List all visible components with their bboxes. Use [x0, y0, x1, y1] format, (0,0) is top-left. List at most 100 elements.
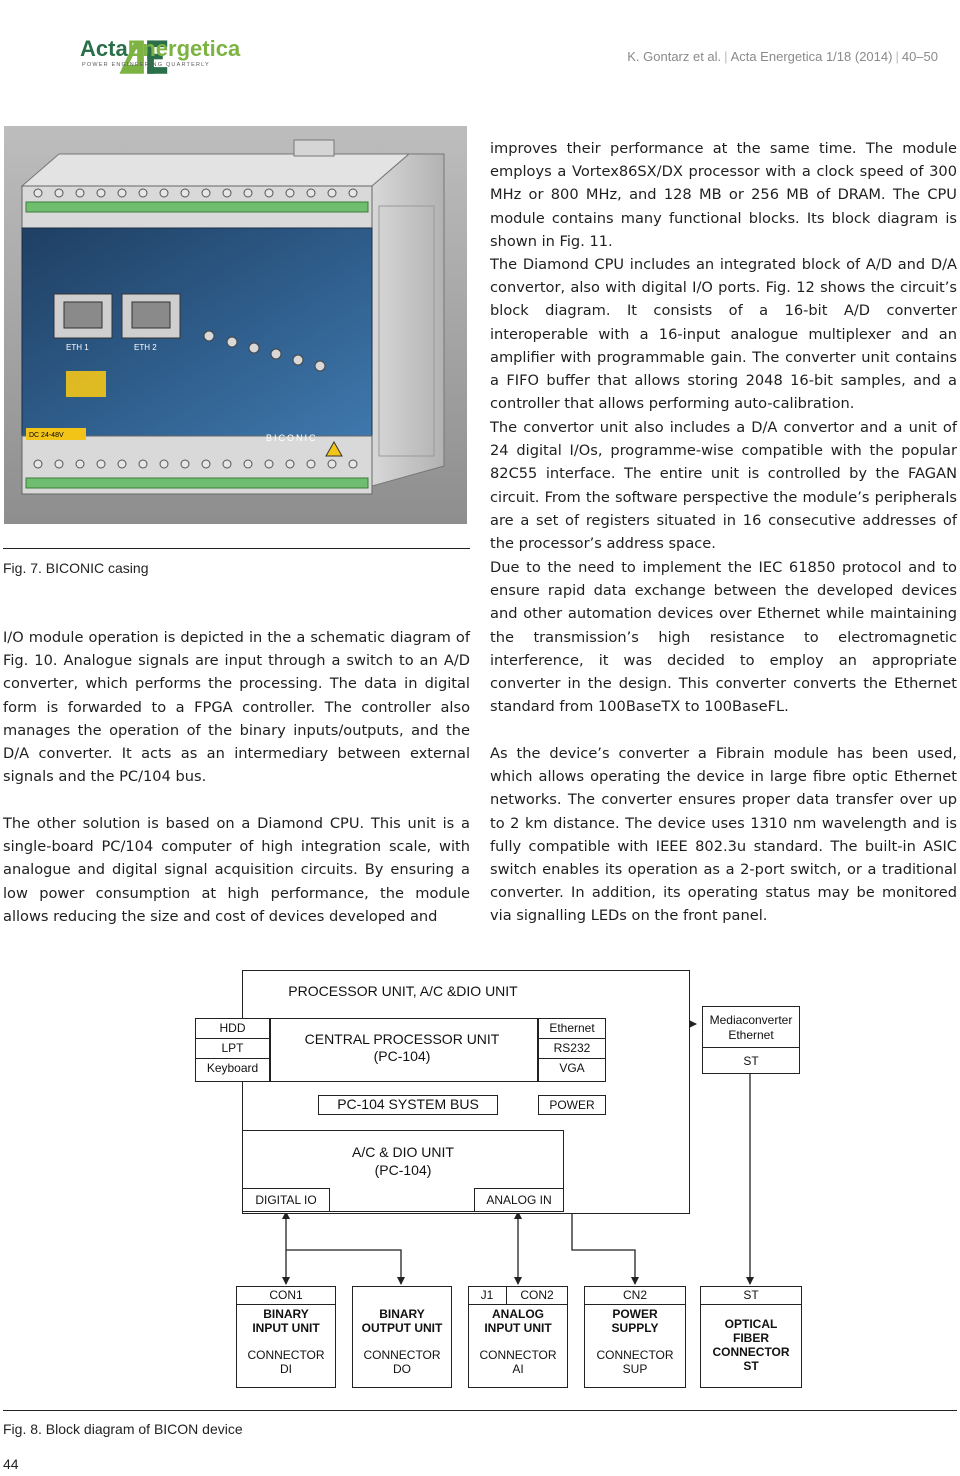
brand-part2: Energetica: [127, 36, 241, 61]
terminal-screw-icon: [327, 459, 337, 469]
left-para-1: I/O module operation is depicted in the …: [3, 629, 470, 786]
right-para-2: The Diamond CPU includes an integrated b…: [490, 256, 957, 413]
terminal-screw-icon: [201, 459, 211, 469]
analog-in-label: ANALOG IN: [486, 1193, 552, 1207]
acta-energetica-logo-icon: [119, 40, 168, 74]
module-header: CON1: [269, 1288, 303, 1302]
brand-part1: Acta: [80, 36, 128, 61]
module-binary-input: [236, 1286, 336, 1388]
dc-label: DC 24-48V: [29, 432, 64, 439]
terminal-screw-icon: [96, 188, 106, 198]
port-hdd: HDD: [219, 1021, 246, 1035]
running-citation: K. Gontarz et al.|Acta Energetica 1/18 (…: [627, 49, 938, 64]
mediaconverter-divider: [702, 1047, 800, 1048]
module-header: CN2: [622, 1288, 647, 1302]
fig8-caption: Fig. 8. Block diagram of BICON device: [3, 1421, 243, 1437]
pc104-bus-box: [318, 1095, 498, 1115]
terminal-screw-icon: [33, 459, 43, 469]
mediaconverter-title: Mediaconverter: [709, 1013, 793, 1027]
cpu-box: [270, 1018, 538, 1082]
module-title: BINARY: [263, 1307, 309, 1321]
module-title: ST: [743, 1359, 759, 1373]
citation-pages: 40–50: [901, 49, 938, 64]
module-binary-output: [352, 1286, 452, 1388]
port-divider: [195, 1058, 270, 1059]
power-box: [538, 1095, 606, 1115]
fig8-caption-rule: [3, 1410, 957, 1411]
citation-journal: Acta Energetica 1/18 (2014): [730, 49, 893, 64]
citation-authors: K. Gontarz et al.: [627, 49, 722, 64]
module-connector: CONNECTOR: [363, 1348, 441, 1362]
mediaconverter-box: [702, 1006, 800, 1074]
terminal-screw-icon: [180, 459, 190, 469]
module-connector: CONNECTOR: [479, 1348, 557, 1362]
terminal-screw-icon: [348, 188, 358, 198]
page-number: 44: [3, 1456, 19, 1472]
terminal-screw-icon: [285, 188, 295, 198]
acdio-unit-box: [242, 1130, 564, 1212]
port-divider: [538, 1058, 606, 1059]
terminal-screw-icon: [33, 188, 43, 198]
port-rs232: RS232: [553, 1041, 591, 1055]
brand-tagline: POWER ENGINEERING QUARTERLY: [82, 62, 210, 68]
module-connector: CONNECTOR: [247, 1348, 325, 1362]
journal-brand: ActaEnergetica: [80, 36, 240, 62]
mediaconverter-subtitle: Ethernet: [728, 1028, 774, 1042]
terminal-screw-icon: [243, 459, 253, 469]
module-title: BINARY: [379, 1307, 425, 1321]
right-para-5: As the device’s converter a Fibrain modu…: [490, 745, 957, 925]
module-title: OPTICAL: [724, 1317, 778, 1331]
module-title: POWER: [612, 1307, 658, 1321]
module-connector: SUP: [622, 1362, 648, 1376]
port-ethernet: Ethernet: [549, 1021, 595, 1035]
power-label: POWER: [549, 1098, 595, 1112]
terminal-screw-icon: [117, 188, 127, 198]
terminal-screw-icon: [75, 459, 85, 469]
module-divider: [236, 1304, 336, 1305]
module-title: OUTPUT UNIT: [361, 1321, 443, 1335]
right-para-1: improves their performance at the same t…: [490, 140, 957, 250]
port-vga: VGA: [559, 1061, 585, 1075]
module-title: INPUT UNIT: [252, 1321, 320, 1335]
port-divider: [195, 1038, 270, 1039]
terminal-screw-icon: [222, 459, 232, 469]
brand-label: BICONIC: [266, 433, 318, 443]
module-connector: DO: [393, 1362, 411, 1376]
right-ports-box: [538, 1018, 606, 1082]
biconic-casing-photo: DC 24-48V ETH 1 ETH 2 BICONIC: [4, 126, 467, 524]
module-connector: DI: [280, 1362, 292, 1376]
eth2-label: ETH 2: [134, 343, 157, 352]
acdio-title: A/C & DIO UNIT: [352, 1144, 454, 1160]
port-lpt: LPT: [221, 1041, 244, 1055]
terminal-screw-icon: [54, 459, 64, 469]
fig7-caption: Fig. 7. BICONIC casing: [3, 560, 149, 576]
cpu-title: CENTRAL PROCESSOR UNIT: [304, 1031, 500, 1047]
right-para-4: Due to the need to implement the IEC 618…: [490, 559, 957, 716]
module-title: INPUT UNIT: [484, 1321, 552, 1335]
left-para-2: The other solution is based on a Diamond…: [3, 815, 470, 925]
eth1-label: ETH 1: [66, 343, 89, 352]
terminal-screw-icon: [306, 188, 316, 198]
terminal-screw-icon: [222, 188, 232, 198]
cpu-subtitle: (PC-104): [373, 1048, 431, 1064]
module-optical-fiber: [700, 1286, 802, 1388]
left-ports-box: [195, 1018, 270, 1082]
terminal-screw-icon: [264, 188, 274, 198]
digital-io-label: DIGITAL IO: [255, 1193, 317, 1207]
terminal-screw-icon: [138, 459, 148, 469]
module-header: ST: [743, 1288, 759, 1302]
terminal-screw-icon: [75, 188, 85, 198]
module-header-j1: J1: [480, 1288, 494, 1302]
terminal-screw-icon: [54, 188, 64, 198]
terminal-screw-icon: [201, 188, 211, 198]
module-divider: [506, 1286, 507, 1304]
fig7-caption-rule: [3, 548, 470, 549]
module-header: CON2: [520, 1288, 554, 1302]
module-analog-input: [468, 1286, 568, 1388]
terminal-screw-icon: [138, 188, 148, 198]
terminal-screw-icon: [285, 459, 295, 469]
module-divider: [468, 1304, 568, 1305]
terminal-screw-icon: [348, 459, 358, 469]
terminal-screw-icon: [180, 188, 190, 198]
